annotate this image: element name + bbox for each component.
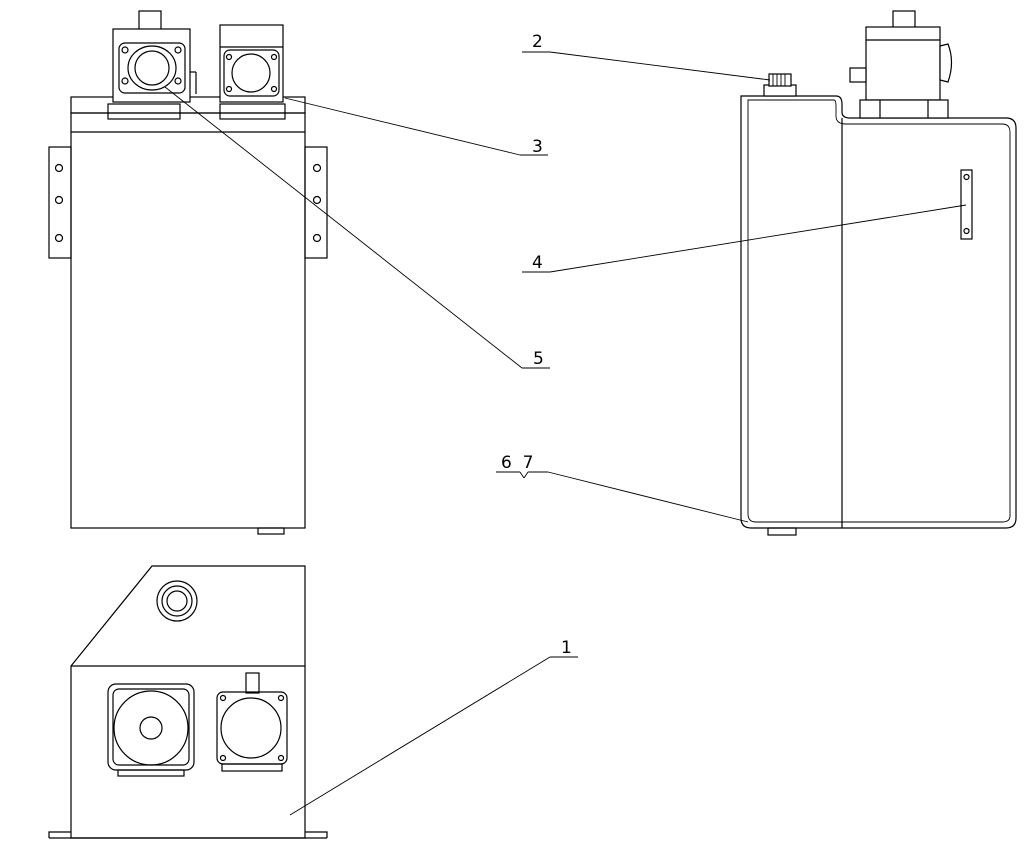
pump-flange-top xyxy=(107,683,195,777)
tank-top-outline xyxy=(70,565,306,839)
breather-cap xyxy=(763,73,797,97)
callout-labels: 2 3 4 5 6 7 1 xyxy=(501,32,572,658)
drain-plug-front xyxy=(257,527,285,535)
callout-2-label: 2 xyxy=(532,32,543,52)
pump-motor-flange-front xyxy=(112,10,197,103)
motor-top xyxy=(216,672,288,772)
callout-3-label: 3 xyxy=(532,137,543,157)
level-gauge xyxy=(960,169,973,240)
motor-unit-front xyxy=(219,24,284,103)
callout-leaders xyxy=(164,51,967,816)
right-bracket xyxy=(304,146,328,259)
drain-plug-side xyxy=(767,527,797,536)
top-view xyxy=(48,565,328,839)
tank-body-front xyxy=(70,112,306,529)
motor-unit-side xyxy=(849,10,953,119)
callout-67-label: 6 7 xyxy=(501,453,533,473)
side-view xyxy=(740,10,1017,536)
tank-body-side xyxy=(740,95,1017,529)
breather-top xyxy=(156,580,198,622)
front-view xyxy=(48,10,328,535)
callout-1-label: 1 xyxy=(561,638,572,658)
callout-5-label: 5 xyxy=(533,349,544,369)
callout-4-label: 4 xyxy=(532,253,543,273)
left-bracket xyxy=(48,146,72,259)
